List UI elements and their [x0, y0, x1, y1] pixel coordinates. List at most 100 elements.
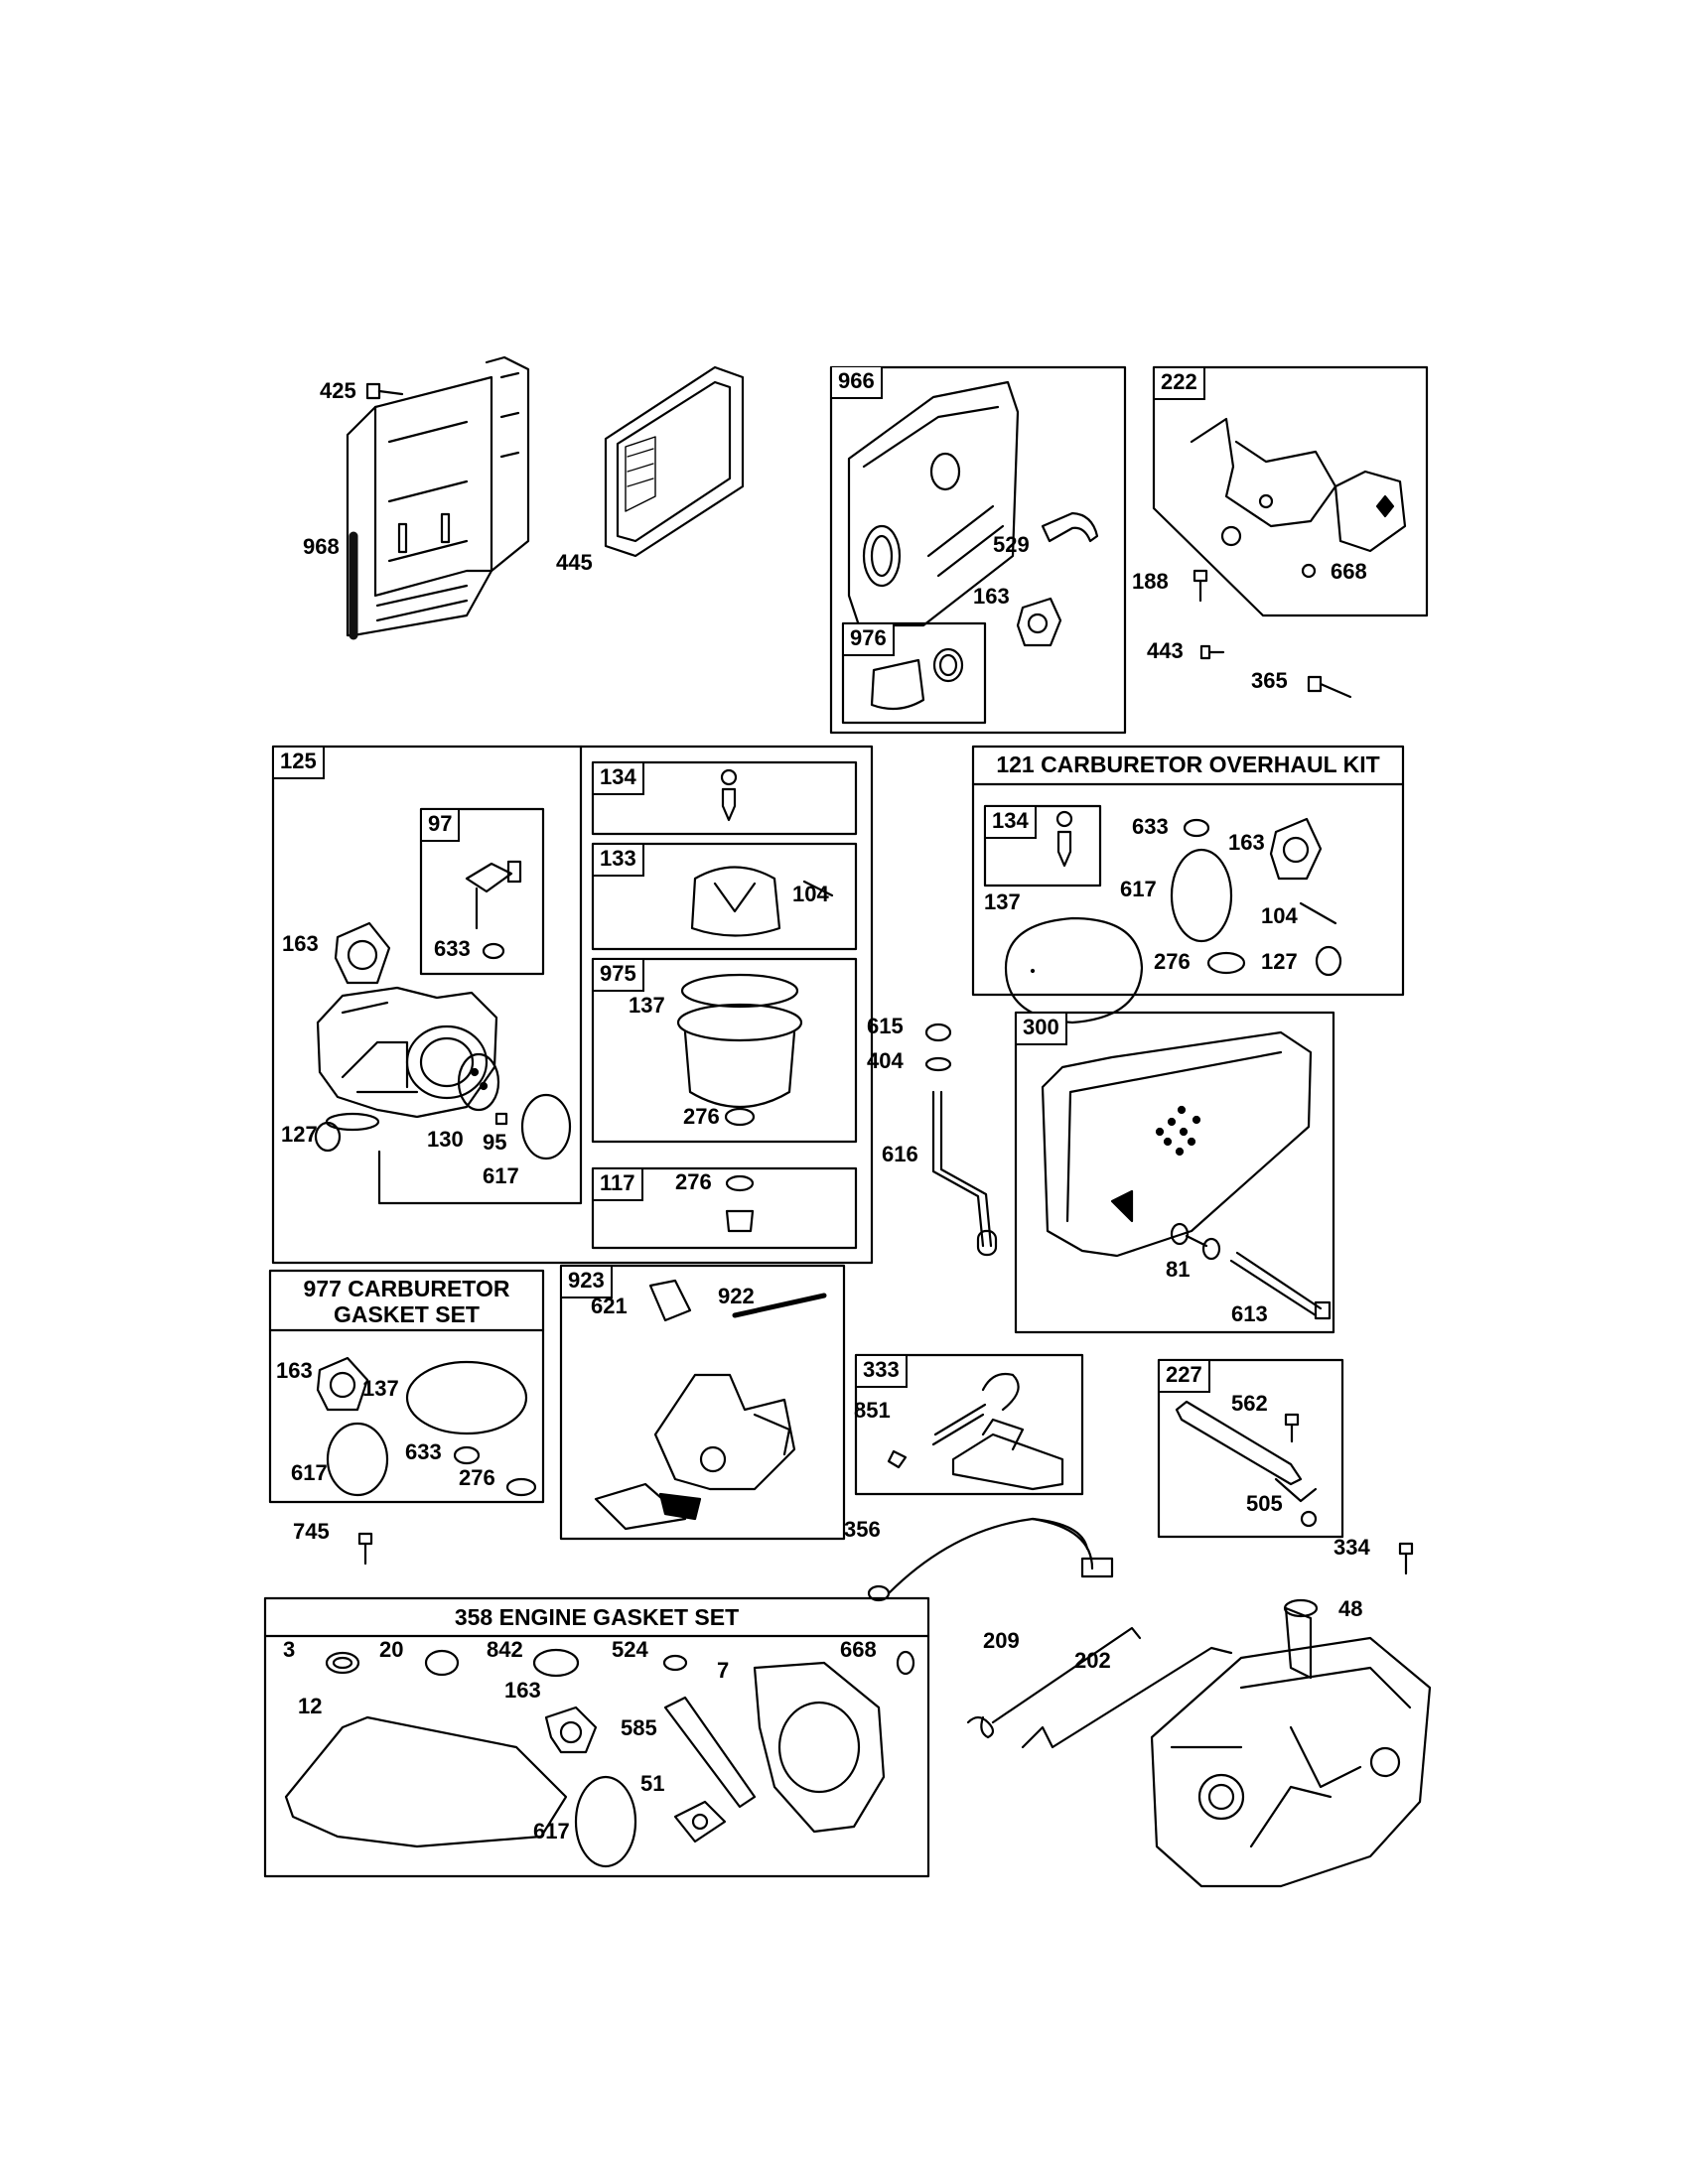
part-label: 745	[293, 1519, 330, 1544]
control-bracket-drawing	[594, 1279, 827, 1531]
ground-wire-356-drawing	[867, 1517, 1114, 1602]
part-label: 276	[675, 1169, 712, 1194]
part-label: 163	[973, 584, 1010, 609]
group-977-box	[268, 1269, 545, 1504]
gasket-163-carb-drawing	[334, 921, 391, 985]
washer-276-977-drawing	[505, 1477, 537, 1497]
part-label: 617	[291, 1460, 328, 1485]
part-label: 104	[1261, 903, 1298, 928]
screw-95-drawing	[494, 1112, 508, 1126]
part-label: 130	[427, 1127, 464, 1152]
part-label: 188	[1132, 569, 1169, 594]
part-label: 276	[459, 1465, 495, 1490]
group-227-box	[1157, 1358, 1344, 1539]
group-tag-923: 923	[562, 1267, 613, 1298]
group-tag-966: 966	[832, 367, 883, 399]
part-label: 48	[1338, 1596, 1363, 1621]
washer-633-kit-drawing	[1183, 818, 1210, 838]
group-tag-134a: 134	[594, 763, 644, 795]
part-label: 616	[882, 1142, 918, 1166]
air-cleaner-cover-drawing	[847, 380, 1020, 627]
screw-745-drawing	[357, 1532, 373, 1566]
group-tag-333: 333	[857, 1356, 908, 1388]
air-cleaner-base-drawing	[346, 355, 530, 640]
gasket-137-977-drawing	[405, 1360, 528, 1435]
part-label: 562	[1231, 1391, 1268, 1416]
seal-127-drawing	[314, 1121, 342, 1153]
group-134b-box	[983, 804, 1102, 887]
crankcase-48-drawing	[1150, 1598, 1432, 1888]
group-976-box	[841, 621, 987, 725]
group-975-box	[591, 957, 858, 1144]
group-tag-222: 222	[1155, 368, 1205, 400]
group-923-box	[559, 1264, 846, 1541]
gasket-163-drawing	[1016, 597, 1062, 647]
screw-334-drawing	[1398, 1542, 1414, 1575]
part-label: 3	[283, 1637, 296, 1662]
part-label: 127	[1261, 949, 1298, 974]
part-label: 443	[1147, 638, 1184, 663]
part-label: 20	[379, 1637, 404, 1662]
part-label: 104	[792, 882, 829, 906]
oring-617-977-drawing	[326, 1422, 389, 1497]
part-label: 163	[282, 931, 319, 956]
part-label: 137	[362, 1376, 399, 1401]
part-label: 585	[621, 1715, 657, 1740]
part-label: 842	[487, 1637, 523, 1662]
group-125-bracket-line	[377, 745, 583, 1205]
group-97-box	[419, 807, 545, 976]
part-label: 356	[844, 1517, 881, 1542]
part-label: 524	[612, 1637, 648, 1662]
screw-425-drawing	[365, 382, 404, 400]
screw-188-drawing	[1193, 569, 1208, 603]
seal-127-kit-drawing	[1315, 945, 1342, 977]
part-label: 617	[1120, 877, 1157, 901]
group-358-box	[263, 1596, 930, 1878]
part-label: 137	[984, 889, 1021, 914]
oring-617-drawing	[520, 1093, 572, 1160]
group-333-box	[854, 1353, 1084, 1496]
washer-81-drawing	[1170, 1222, 1221, 1261]
washer-276-kit-drawing	[1206, 951, 1246, 975]
bolt-117-drawing	[725, 1174, 755, 1233]
group-121-box	[971, 745, 1405, 997]
part-label: 276	[1154, 949, 1191, 974]
group-title-121: 121 CARBURETOR OVERHAUL KIT	[996, 751, 1380, 777]
part-label: 209	[983, 1628, 1020, 1653]
spring-209-drawing	[966, 1626, 1142, 1739]
part-label: 633	[405, 1439, 442, 1464]
part-label: 81	[1166, 1257, 1191, 1282]
gasket-163-977-drawing	[316, 1356, 369, 1412]
part-label: 922	[718, 1284, 755, 1308]
part-label: 51	[640, 1771, 665, 1796]
part-label: 633	[1132, 814, 1169, 839]
washer-633-drawing	[482, 942, 505, 960]
part-label: 163	[504, 1678, 541, 1703]
part-label: 365	[1251, 668, 1288, 693]
part-label: 163	[276, 1358, 313, 1383]
part-label: 668	[1331, 559, 1367, 584]
armature-drawing	[887, 1372, 1064, 1491]
part-label: 127	[281, 1122, 318, 1147]
part-label: 276	[683, 1104, 720, 1129]
group-300-box	[1014, 1011, 1335, 1334]
group-966-box	[829, 365, 1127, 735]
group-tag-134b: 134	[986, 807, 1037, 839]
air-filter-drawing	[604, 365, 745, 558]
part-label: 668	[840, 1637, 877, 1662]
part-label: 334	[1333, 1535, 1370, 1560]
part-label: 617	[533, 1819, 570, 1843]
group-title-977-line1: 977 CARBURETOR	[303, 1276, 510, 1301]
bolt-613-drawing	[1229, 1251, 1332, 1320]
washer-633-977-drawing	[453, 1445, 481, 1465]
float-133-drawing	[690, 866, 834, 937]
part-label: 425	[320, 378, 356, 403]
group-125-box	[271, 745, 874, 1265]
group-tag-976: 976	[844, 624, 895, 656]
part-label: 529	[993, 532, 1030, 557]
part-label: 633	[434, 936, 471, 961]
part-label: 445	[556, 550, 593, 575]
elbow-976-drawing	[870, 647, 964, 711]
part-label: 968	[303, 534, 340, 559]
